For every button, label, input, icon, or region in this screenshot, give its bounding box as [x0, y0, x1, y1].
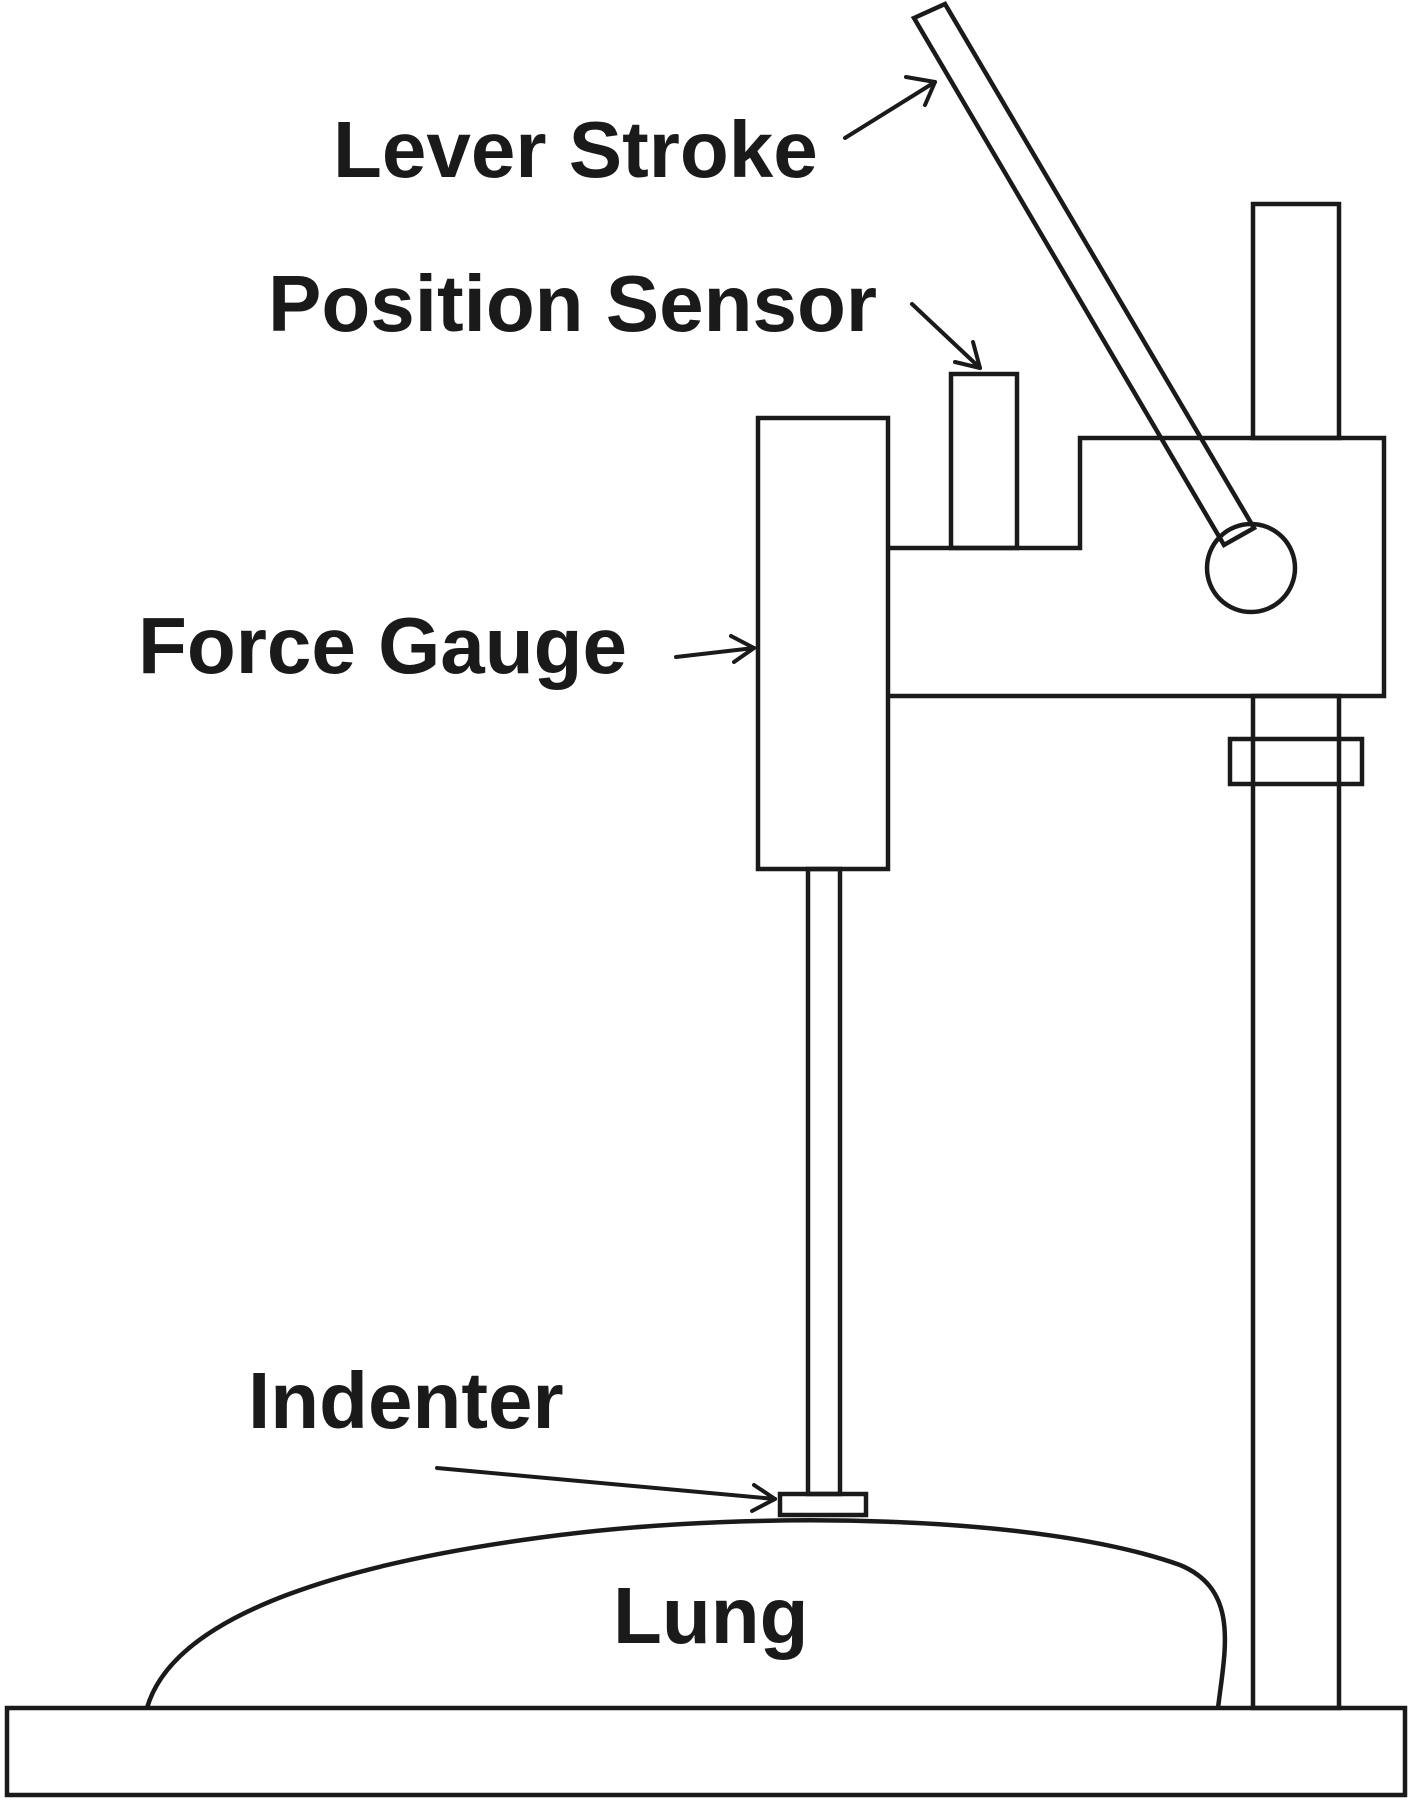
clamp-collar: [1227, 736, 1365, 787]
position-sensor-body: [948, 371, 1020, 551]
label-lever-stroke: Lever Stroke: [333, 105, 818, 194]
label-position-sensor: Position Sensor: [268, 259, 877, 348]
arrow-force-gauge: [674, 634, 756, 664]
force-gauge-body: [755, 415, 891, 872]
lever-arm: [910, 1, 1258, 549]
base-plate: [4, 1705, 1408, 1798]
label-force-gauge: Force Gauge: [138, 601, 627, 690]
arrow-indenter: [435, 1466, 777, 1513]
stand-column-lower: [1250, 693, 1342, 1711]
stand-column-upper: [1250, 201, 1342, 441]
label-indenter: Indenter: [248, 1356, 564, 1445]
arrow-position-sensor: [910, 302, 982, 370]
arrow-lever-stroke: [843, 75, 937, 140]
lung-shape: [144, 1518, 1228, 1709]
indenter-rod: [805, 866, 843, 1497]
lever-pivot: [1204, 521, 1298, 615]
label-lung: Lung: [613, 1571, 808, 1660]
indenter-tip: [777, 1491, 869, 1518]
carriage-body: [890, 435, 1387, 699]
